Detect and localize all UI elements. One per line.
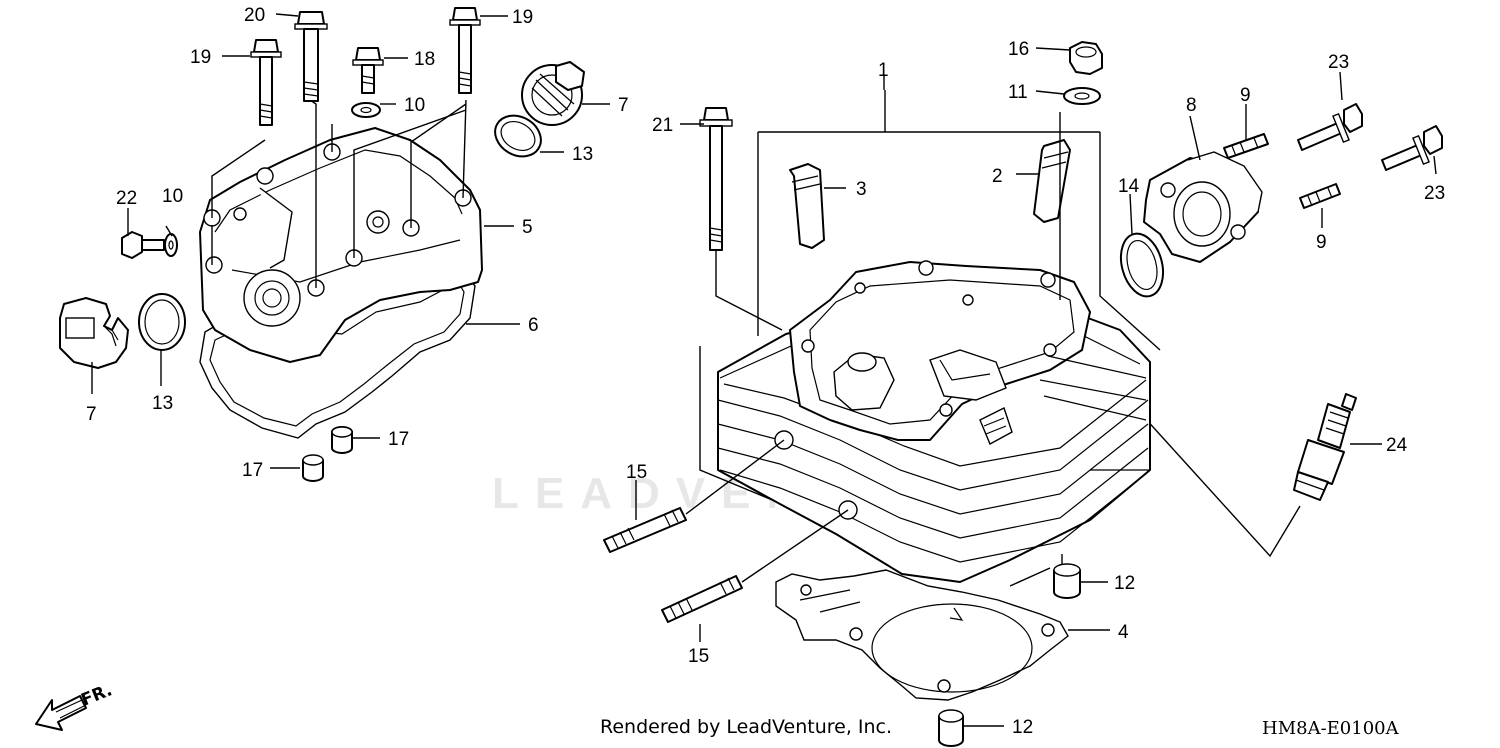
callout-leaders xyxy=(91,13,1437,727)
bolt-20[interactable] xyxy=(294,11,328,102)
callout-13-upper[interactable]: 13 xyxy=(572,144,593,165)
o-ring-14[interactable] xyxy=(1114,229,1169,301)
bracket-callout-1 xyxy=(757,90,1161,351)
washer-11[interactable] xyxy=(1063,87,1101,105)
bolt-21[interactable] xyxy=(699,107,733,251)
callout-3[interactable]: 3 xyxy=(856,179,867,200)
callout-12-upper[interactable]: 12 xyxy=(1114,573,1135,594)
callout-21[interactable]: 21 xyxy=(652,115,673,136)
callout-17-lower[interactable]: 17 xyxy=(242,460,263,481)
callout-19-left[interactable]: 19 xyxy=(190,47,211,68)
callout-15-upper[interactable]: 15 xyxy=(626,462,647,483)
callout-23-upper[interactable]: 23 xyxy=(1328,52,1349,73)
callout-1[interactable]: 1 xyxy=(878,60,889,81)
cylinder-head-cover-group xyxy=(199,99,483,439)
footer-credit: Rendered by LeadVenture, Inc. xyxy=(600,716,893,738)
callout-12-lower[interactable]: 12 xyxy=(1012,717,1033,738)
dowel-pin-17-lower[interactable] xyxy=(302,454,324,482)
callout-7-left[interactable]: 7 xyxy=(86,404,97,425)
callout-10-upper[interactable]: 10 xyxy=(404,95,425,116)
bolt-23-lower[interactable] xyxy=(1381,125,1443,171)
callout-22[interactable]: 22 xyxy=(116,188,137,209)
callout-5[interactable]: 5 xyxy=(522,217,533,238)
callout-2[interactable]: 2 xyxy=(992,166,1003,187)
filler-plug-7-left[interactable] xyxy=(59,297,129,369)
callout-17-upper[interactable]: 17 xyxy=(388,429,409,450)
callout-13-left[interactable]: 13 xyxy=(152,393,173,414)
stud-9-upper[interactable] xyxy=(1223,133,1269,159)
carburetor-insulator-8[interactable] xyxy=(1143,151,1263,263)
stud-bolt-15-lower[interactable] xyxy=(661,575,743,623)
callout-24[interactable]: 24 xyxy=(1386,435,1408,456)
callout-4[interactable]: 4 xyxy=(1118,622,1129,643)
front-label: FR. xyxy=(78,680,115,710)
callout-9-upper[interactable]: 9 xyxy=(1240,85,1251,106)
filler-plug-7-upper[interactable] xyxy=(521,61,585,126)
valve-guide-2[interactable] xyxy=(1033,139,1071,223)
callout-15-lower[interactable]: 15 xyxy=(688,646,709,667)
front-direction-indicator: FR. xyxy=(35,680,115,731)
callout-labels: 1 2 3 4 5 6 7 7 8 9 9 10 10 11 12 12 13 … xyxy=(86,5,1445,738)
cover-round-boss xyxy=(243,269,301,327)
o-ring-13-left[interactable] xyxy=(138,293,186,351)
dowel-pin-12-lower[interactable] xyxy=(938,709,964,747)
callout-8[interactable]: 8 xyxy=(1186,95,1197,116)
dowel-pin-17-upper[interactable] xyxy=(331,426,353,454)
callout-20[interactable]: 20 xyxy=(244,5,265,26)
callout-16[interactable]: 16 xyxy=(1008,39,1029,60)
callout-6[interactable]: 6 xyxy=(528,315,539,336)
bolt-18[interactable] xyxy=(352,47,384,94)
stud-bolt-15-upper[interactable] xyxy=(603,507,687,553)
callout-23-lower[interactable]: 23 xyxy=(1424,183,1445,204)
callout-18[interactable]: 18 xyxy=(414,49,435,70)
valve-guide-3[interactable] xyxy=(789,163,825,249)
bolt-22[interactable] xyxy=(121,231,165,259)
bolt-23-upper[interactable] xyxy=(1297,103,1363,151)
callout-7-upper[interactable]: 7 xyxy=(618,95,629,116)
cylinder-head[interactable] xyxy=(717,260,1151,583)
callout-10-lower[interactable]: 10 xyxy=(162,186,183,207)
diagram-code: HM8A-E0100A xyxy=(1262,718,1399,739)
o-ring-13-upper[interactable] xyxy=(488,108,549,165)
stud-9-lower[interactable] xyxy=(1299,183,1341,209)
washer-10-upper[interactable] xyxy=(351,102,381,118)
callout-19-right[interactable]: 19 xyxy=(512,7,533,28)
washer-10-lower[interactable] xyxy=(164,233,178,257)
dowel-pin-12-upper[interactable] xyxy=(1053,563,1081,599)
spark-plug-24[interactable] xyxy=(1293,393,1357,501)
nut-16[interactable] xyxy=(1069,41,1103,75)
callout-11[interactable]: 11 xyxy=(1008,82,1028,103)
bolt-19-left[interactable] xyxy=(250,39,282,126)
callout-14[interactable]: 14 xyxy=(1118,176,1140,197)
callout-9-lower[interactable]: 9 xyxy=(1316,232,1327,253)
cylinder-head-gasket[interactable] xyxy=(775,569,1069,701)
bolt-19-right[interactable] xyxy=(449,7,481,94)
